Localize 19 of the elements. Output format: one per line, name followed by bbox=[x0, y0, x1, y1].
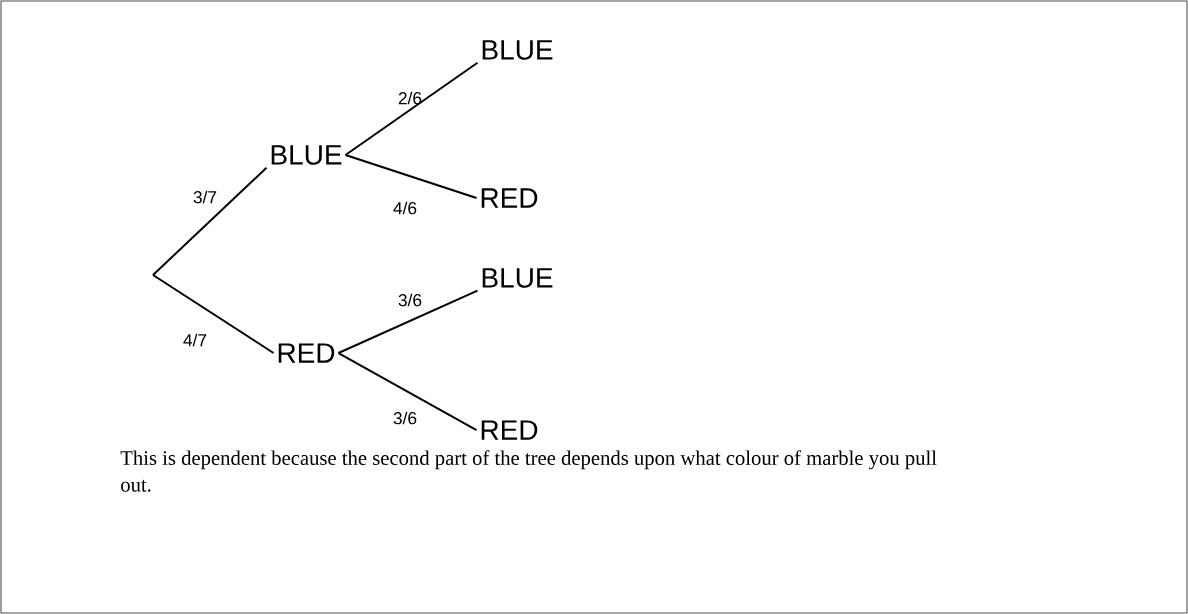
outcome-label: BLUE bbox=[482, 40, 553, 60]
probability-label: 3/6 bbox=[398, 293, 422, 307]
outcome-label: BLUE bbox=[271, 145, 342, 165]
outcome-label: RED bbox=[481, 188, 538, 208]
caption: This is dependent because the second part of the tree depends upon what colour of marble you pull out. bbox=[120, 450, 937, 492]
probability-label: 4/6 bbox=[393, 201, 417, 215]
branch-line bbox=[152, 166, 268, 276]
outcome-label: BLUE bbox=[482, 268, 553, 288]
branch-line bbox=[344, 154, 478, 199]
outcome-label: RED bbox=[278, 343, 335, 363]
branch-line bbox=[337, 289, 479, 354]
branch-line bbox=[152, 274, 275, 354]
probability-label: 3/7 bbox=[193, 190, 217, 204]
branch-line bbox=[337, 352, 478, 431]
probability-label: 2/6 bbox=[398, 91, 422, 105]
probability-label: 3/6 bbox=[393, 411, 417, 425]
branch-line bbox=[344, 61, 479, 156]
outcome-label: RED bbox=[481, 420, 538, 440]
probability-label: 4/7 bbox=[183, 333, 207, 347]
